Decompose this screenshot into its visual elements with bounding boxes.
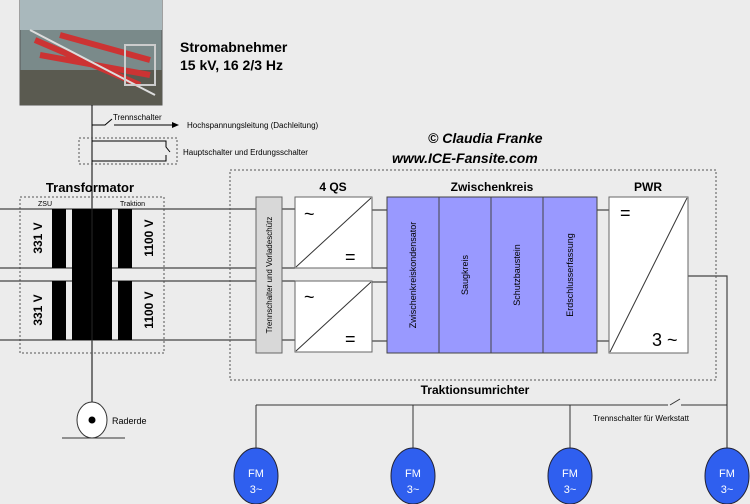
svg-text:FM: FM bbox=[719, 468, 735, 480]
svg-text:FM: FM bbox=[562, 468, 578, 480]
copyright: © Claudia Franke bbox=[428, 130, 543, 146]
dc-link-protection bbox=[490, 196, 544, 354]
precharge-box bbox=[255, 196, 283, 354]
pantograph-photo bbox=[19, 0, 163, 106]
svg-text:3~: 3~ bbox=[407, 484, 420, 496]
arrow-icon bbox=[172, 122, 179, 128]
hochspannung-label: Hochspannungsleitung (Dachleitung) bbox=[187, 121, 319, 130]
voltage-right-1: 1100 V bbox=[142, 219, 156, 256]
traction-winding bbox=[118, 209, 132, 268]
transformer-core bbox=[72, 209, 112, 340]
svg-text:Erdschlusserfassung: Erdschlusserfassung bbox=[565, 233, 575, 317]
motor-3: FM 3~ bbox=[547, 447, 593, 504]
transformer-box bbox=[19, 196, 165, 354]
ground-label: Raderde bbox=[112, 416, 147, 426]
dc-link: Zwischenkreiskondensator Saugkreis Schut… bbox=[386, 196, 598, 354]
motor-bus bbox=[256, 398, 727, 406]
zsu-winding bbox=[52, 281, 66, 340]
disconnect-switch bbox=[92, 118, 172, 126]
precharge-label: Trennschalter und Vorladeschütz bbox=[265, 217, 274, 334]
werkstatt-label: Trennschalter für Werkstatt bbox=[593, 414, 690, 423]
website: www.ICE-Fansite.com bbox=[392, 150, 538, 166]
dc-link-title: Zwischenkreis bbox=[451, 180, 534, 194]
svg-text:3~: 3~ bbox=[250, 484, 263, 496]
svg-text:3~: 3~ bbox=[564, 484, 577, 496]
traktion-label: Traktion bbox=[120, 201, 145, 208]
svg-text:Saugkreis: Saugkreis bbox=[460, 254, 470, 295]
qs-title: 4 QS bbox=[319, 180, 346, 194]
svg-text:FM: FM bbox=[405, 468, 421, 480]
svg-text:3 ~: 3 ~ bbox=[652, 330, 678, 350]
zsu-label: ZSU bbox=[38, 201, 52, 208]
converter-title: Traktionsumrichter bbox=[421, 383, 530, 397]
qs-converter-2: ~ = bbox=[294, 280, 373, 353]
voltage-left-1: 331 V bbox=[31, 222, 45, 253]
motor-1: FM 3~ bbox=[233, 447, 279, 504]
svg-text:Schutzbaustein: Schutzbaustein bbox=[512, 244, 522, 306]
svg-text:=: = bbox=[620, 203, 631, 223]
motor-4: FM 3~ bbox=[704, 447, 750, 504]
voltage-right-2: 1100 V bbox=[142, 291, 156, 328]
svg-text:FM: FM bbox=[248, 468, 264, 480]
pantograph-title: Stromabnehmer bbox=[180, 39, 288, 55]
main-switch-box bbox=[78, 137, 178, 165]
svg-text:3~: 3~ bbox=[721, 484, 734, 496]
svg-text:~: ~ bbox=[304, 204, 315, 224]
motor-2: FM 3~ bbox=[390, 447, 436, 504]
svg-text:=: = bbox=[345, 329, 356, 349]
svg-text:Zwischenkreiskondensator: Zwischenkreiskondensator bbox=[408, 222, 418, 329]
svg-text:~: ~ bbox=[304, 287, 315, 307]
transformer-title: Transformator bbox=[46, 180, 134, 195]
dc-link-capacitor bbox=[386, 196, 440, 354]
voltage-left-2: 331 V bbox=[31, 294, 45, 325]
svg-text:=: = bbox=[345, 247, 356, 267]
hauptschalter-label: Hauptschalter und Erdungsschalter bbox=[183, 148, 308, 157]
trennschalter-label: Trennschalter bbox=[113, 113, 162, 122]
pantograph-spec: 15 kV, 16 2/3 Hz bbox=[180, 57, 283, 73]
zsu-winding bbox=[52, 209, 66, 268]
pwr-inverter: = 3 ~ bbox=[608, 196, 689, 354]
traction-winding bbox=[118, 281, 132, 340]
dc-link-earth-fault bbox=[542, 196, 598, 354]
pwr-title: PWR bbox=[634, 180, 662, 194]
qs-converter-1: ~ = bbox=[294, 196, 373, 269]
